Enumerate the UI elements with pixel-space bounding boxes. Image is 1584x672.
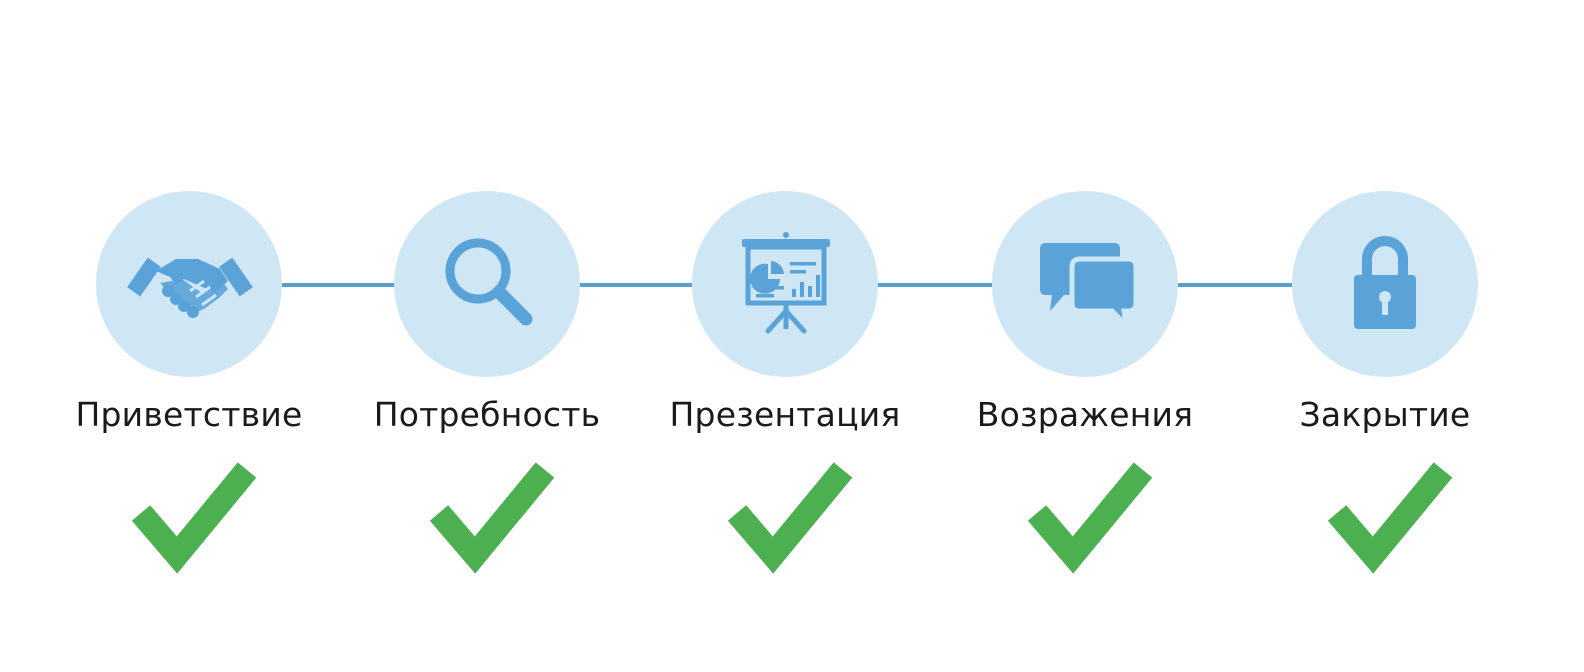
chat-bubbles-icon (1040, 243, 1139, 333)
padlock-icon (1354, 236, 1416, 329)
step-objections: Возражения (935, 0, 1235, 672)
connector-3-4 (876, 283, 994, 287)
step-label: Потребность (373, 395, 601, 434)
step-circle (96, 191, 282, 377)
connector-1-2 (280, 283, 396, 287)
step-circle (692, 191, 878, 377)
magnifier-icon (445, 238, 533, 326)
step-label: Закрытие (1299, 395, 1471, 434)
step-presentation: Презентация (635, 0, 935, 672)
step-circle (992, 191, 1178, 377)
step-label: Презентация (669, 395, 901, 434)
checkmark-icon (727, 462, 853, 574)
handshake-icon (127, 257, 253, 318)
step-greeting: Приветствие (39, 0, 339, 672)
step-need: Потребность (337, 0, 637, 672)
connector-2-3 (578, 283, 694, 287)
checkmark-icon (429, 462, 555, 574)
checkmark-icon (131, 462, 257, 574)
step-circle (394, 191, 580, 377)
step-closing: Закрытие (1235, 0, 1535, 672)
checkmark-icon (1327, 462, 1453, 574)
step-label: Приветствие (75, 395, 303, 434)
step-label: Возражения (976, 395, 1194, 434)
step-circle (1292, 191, 1478, 377)
presentation-board-icon (742, 232, 830, 334)
checkmark-icon (1027, 462, 1153, 574)
connector-4-5 (1176, 283, 1294, 287)
